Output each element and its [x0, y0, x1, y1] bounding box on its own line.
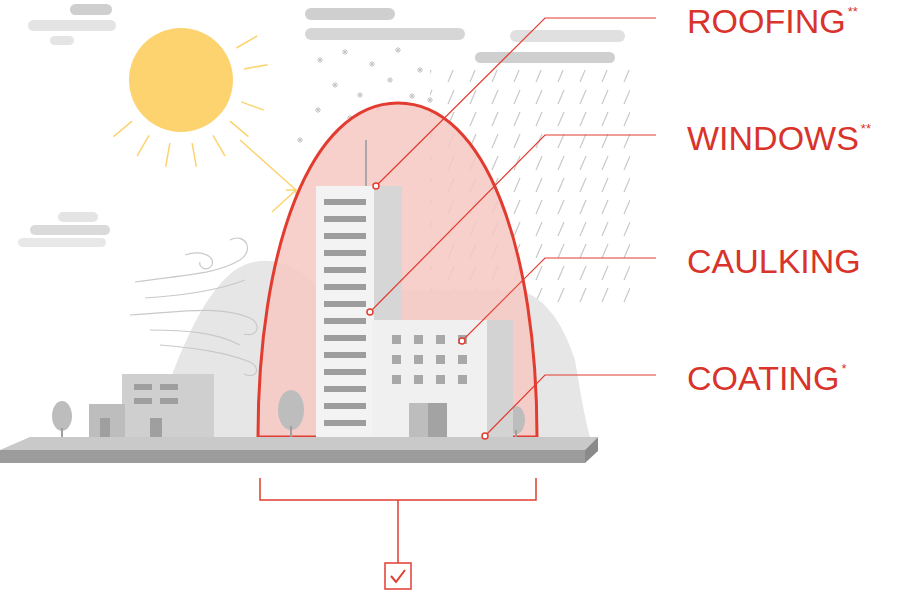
- callout-label: COATING: [687, 361, 839, 395]
- low-building: [372, 320, 513, 438]
- sun: [129, 28, 233, 132]
- ground: [0, 437, 598, 450]
- footnote-mark: *: [841, 362, 846, 375]
- footnote-mark: **: [861, 122, 871, 135]
- callout-dots: [367, 183, 488, 439]
- protective-envelope: [258, 103, 537, 437]
- callout-label: CAULKING: [687, 244, 861, 278]
- bracket-check: [260, 478, 536, 589]
- callout-label: ROOFING: [687, 4, 846, 38]
- callout-label: WINDOWS: [687, 121, 859, 155]
- wind: [130, 238, 257, 376]
- leader-lines: [370, 18, 656, 436]
- small-buildings: [89, 374, 214, 437]
- footnote-mark: **: [848, 5, 858, 18]
- sun-rays: [114, 36, 268, 167]
